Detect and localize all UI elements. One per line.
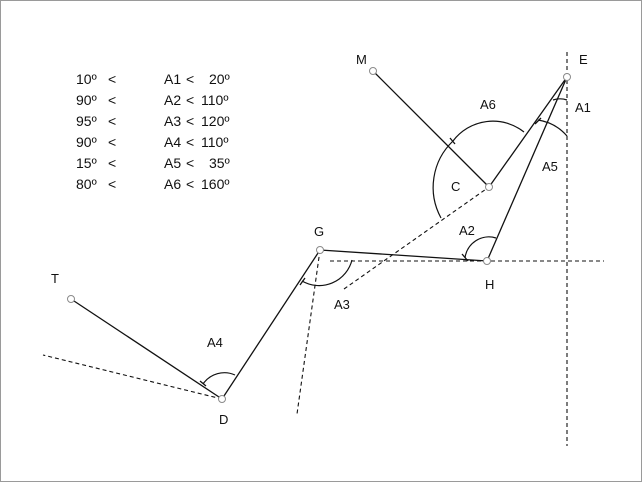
- constraint-high: 35º: [209, 155, 230, 171]
- extension-line-g: [296, 249, 321, 415]
- constraint-operator: <: [108, 113, 116, 129]
- constraint-low: 95º: [76, 113, 97, 129]
- point-g: [316, 246, 324, 254]
- label-point-t: T: [51, 271, 59, 286]
- arc-tick-a5: [534, 117, 542, 125]
- angle-constraints-table: 10º < A1 < 20º 90º < A2 < 110º 95º < A3 …: [76, 71, 230, 192]
- constraint-operator: <: [108, 71, 116, 87]
- extension-line-c: [343, 186, 490, 290]
- constraint-low: 90º: [76, 134, 97, 150]
- constraint-operator: <: [186, 134, 194, 150]
- point-t: [67, 295, 75, 303]
- segment-e-h: [486, 76, 568, 262]
- point-e: [563, 73, 571, 81]
- constraint-angle: A1: [164, 71, 181, 87]
- constraint-operator: <: [186, 92, 194, 108]
- extension-line-d: [42, 354, 223, 400]
- point-m: [369, 67, 377, 75]
- constraint-high: 110º: [201, 92, 228, 108]
- constraint-angle: A5: [164, 155, 181, 171]
- segment-m-c: [372, 70, 490, 188]
- constraint-operator: <: [186, 176, 194, 192]
- angle-arc-a1: [552, 98, 568, 101]
- label-point-d: D: [219, 412, 228, 427]
- constraint-operator: <: [186, 155, 194, 171]
- segment-c-e: [488, 76, 568, 188]
- arc-tick-a3: [299, 277, 306, 286]
- constraint-high: 160º: [201, 176, 229, 192]
- label-point-g: G: [314, 224, 324, 239]
- label-point-e: E: [579, 52, 588, 67]
- constraint-low: 90º: [76, 92, 97, 108]
- constraint-row: 90º < A4 < 110º: [76, 134, 228, 150]
- constraint-operator: <: [186, 113, 194, 129]
- constraint-operator: <: [108, 92, 116, 108]
- constraint-low: 10º: [76, 71, 97, 87]
- angle-arc-a6-upper: [452, 120, 525, 142]
- constraint-row: 95º < A3 < 120º: [76, 113, 229, 129]
- constraint-high: 110º: [201, 134, 228, 150]
- constraint-low: 80º: [76, 176, 97, 192]
- constraint-row: 90º < A2 < 110º: [76, 92, 228, 108]
- constraint-row: 10º < A1 < 20º: [76, 71, 230, 87]
- angle-arc-a6: [432, 140, 454, 219]
- label-point-h: H: [485, 277, 494, 292]
- angle-arc-a2: [464, 236, 497, 259]
- segment-d-t: [70, 298, 223, 400]
- constraint-high: 20º: [209, 71, 230, 87]
- constraint-angle: A4: [164, 134, 181, 150]
- angle-arc-a5: [537, 119, 568, 137]
- constraint-angle: A6: [164, 176, 181, 192]
- constraint-angle: A3: [164, 113, 181, 129]
- point-h: [483, 257, 491, 265]
- arc-tick-a4: [199, 380, 207, 387]
- constraint-low: 15º: [76, 155, 97, 171]
- constraint-angle: A2: [164, 92, 181, 108]
- segment-h-g: [319, 249, 488, 262]
- label-angle-a1: A1: [575, 100, 591, 115]
- point-c: [485, 183, 493, 191]
- arc-tick-a2: [461, 253, 469, 262]
- label-point-c: C: [451, 179, 460, 194]
- segment-g-d: [221, 249, 321, 400]
- label-angle-a3: A3: [334, 297, 350, 312]
- constraint-operator: <: [186, 71, 194, 87]
- label-angle-a4: A4: [207, 335, 223, 350]
- constraint-row: 15º < A5 < 35º: [76, 155, 230, 171]
- angle-arc-a4: [202, 372, 236, 385]
- label-angle-a2: A2: [459, 223, 475, 238]
- arc-tick-a6: [449, 137, 456, 145]
- label-angle-a5: A5: [542, 159, 558, 174]
- constraint-operator: <: [108, 155, 116, 171]
- constraint-row: 80º < A6 < 160º: [76, 176, 229, 192]
- point-d: [218, 395, 226, 403]
- label-point-m: M: [356, 52, 367, 67]
- angle-arc-a3: [301, 259, 353, 287]
- constraint-operator: <: [108, 134, 116, 150]
- constraint-operator: <: [108, 176, 116, 192]
- label-angle-a6: A6: [480, 97, 496, 112]
- constraint-high: 120º: [201, 113, 229, 129]
